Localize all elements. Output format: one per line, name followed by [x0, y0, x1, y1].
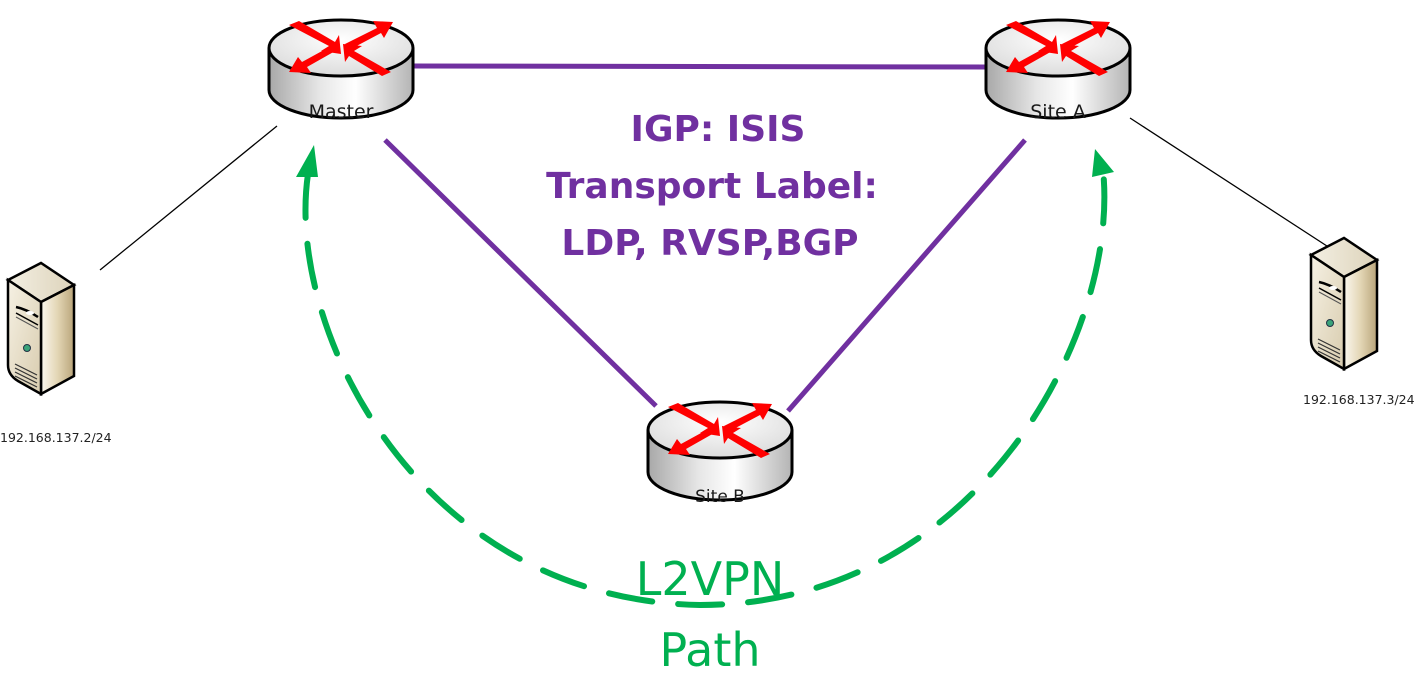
l2vpn-arrowhead-sitea: [1092, 149, 1114, 177]
l2vpn-path-arc: [302, 167, 1108, 609]
router-master[interactable]: Master: [267, 18, 415, 123]
router-site-a[interactable]: Site A: [984, 18, 1132, 123]
server-left-ip-label: 192.168.137.2/24: [0, 430, 112, 445]
router-label: Master: [309, 101, 374, 123]
server-left[interactable]: [6, 261, 76, 396]
access-link-master-server: [99, 125, 278, 271]
server-icon: [1309, 236, 1379, 371]
server-icon: [6, 261, 76, 396]
l2vpn-arrowhead-master: [296, 145, 318, 177]
server-right[interactable]: [1309, 236, 1379, 371]
router-site-b[interactable]: Site B: [646, 400, 794, 507]
l2vpn-label: L2VPN Path: [636, 552, 785, 677]
router-label: Site A: [1030, 101, 1086, 123]
router-label: Site B: [695, 487, 745, 507]
access-link-sitea-server: [1129, 117, 1331, 249]
router-icon: [646, 400, 794, 502]
server-right-ip-label: 192.168.137.3/24: [1303, 392, 1415, 407]
core-link-master-sitea: [408, 63, 991, 70]
protocol-label-line-1: IGP: ISIS: [631, 109, 806, 150]
l2vpn-label-line-1: L2VPN: [636, 552, 785, 606]
l2vpn-label-line-2: Path: [659, 623, 760, 677]
protocol-label-line-2: Transport Label:: [546, 166, 878, 207]
core-link-master-siteb: [383, 138, 658, 408]
core-link-sitea-siteb: [786, 138, 1027, 413]
protocol-label-line-3: LDP, RVSP,BGP: [561, 223, 858, 264]
protocol-label: IGP: ISIS Transport Label: LDP, RVSP,BGP: [546, 109, 878, 264]
